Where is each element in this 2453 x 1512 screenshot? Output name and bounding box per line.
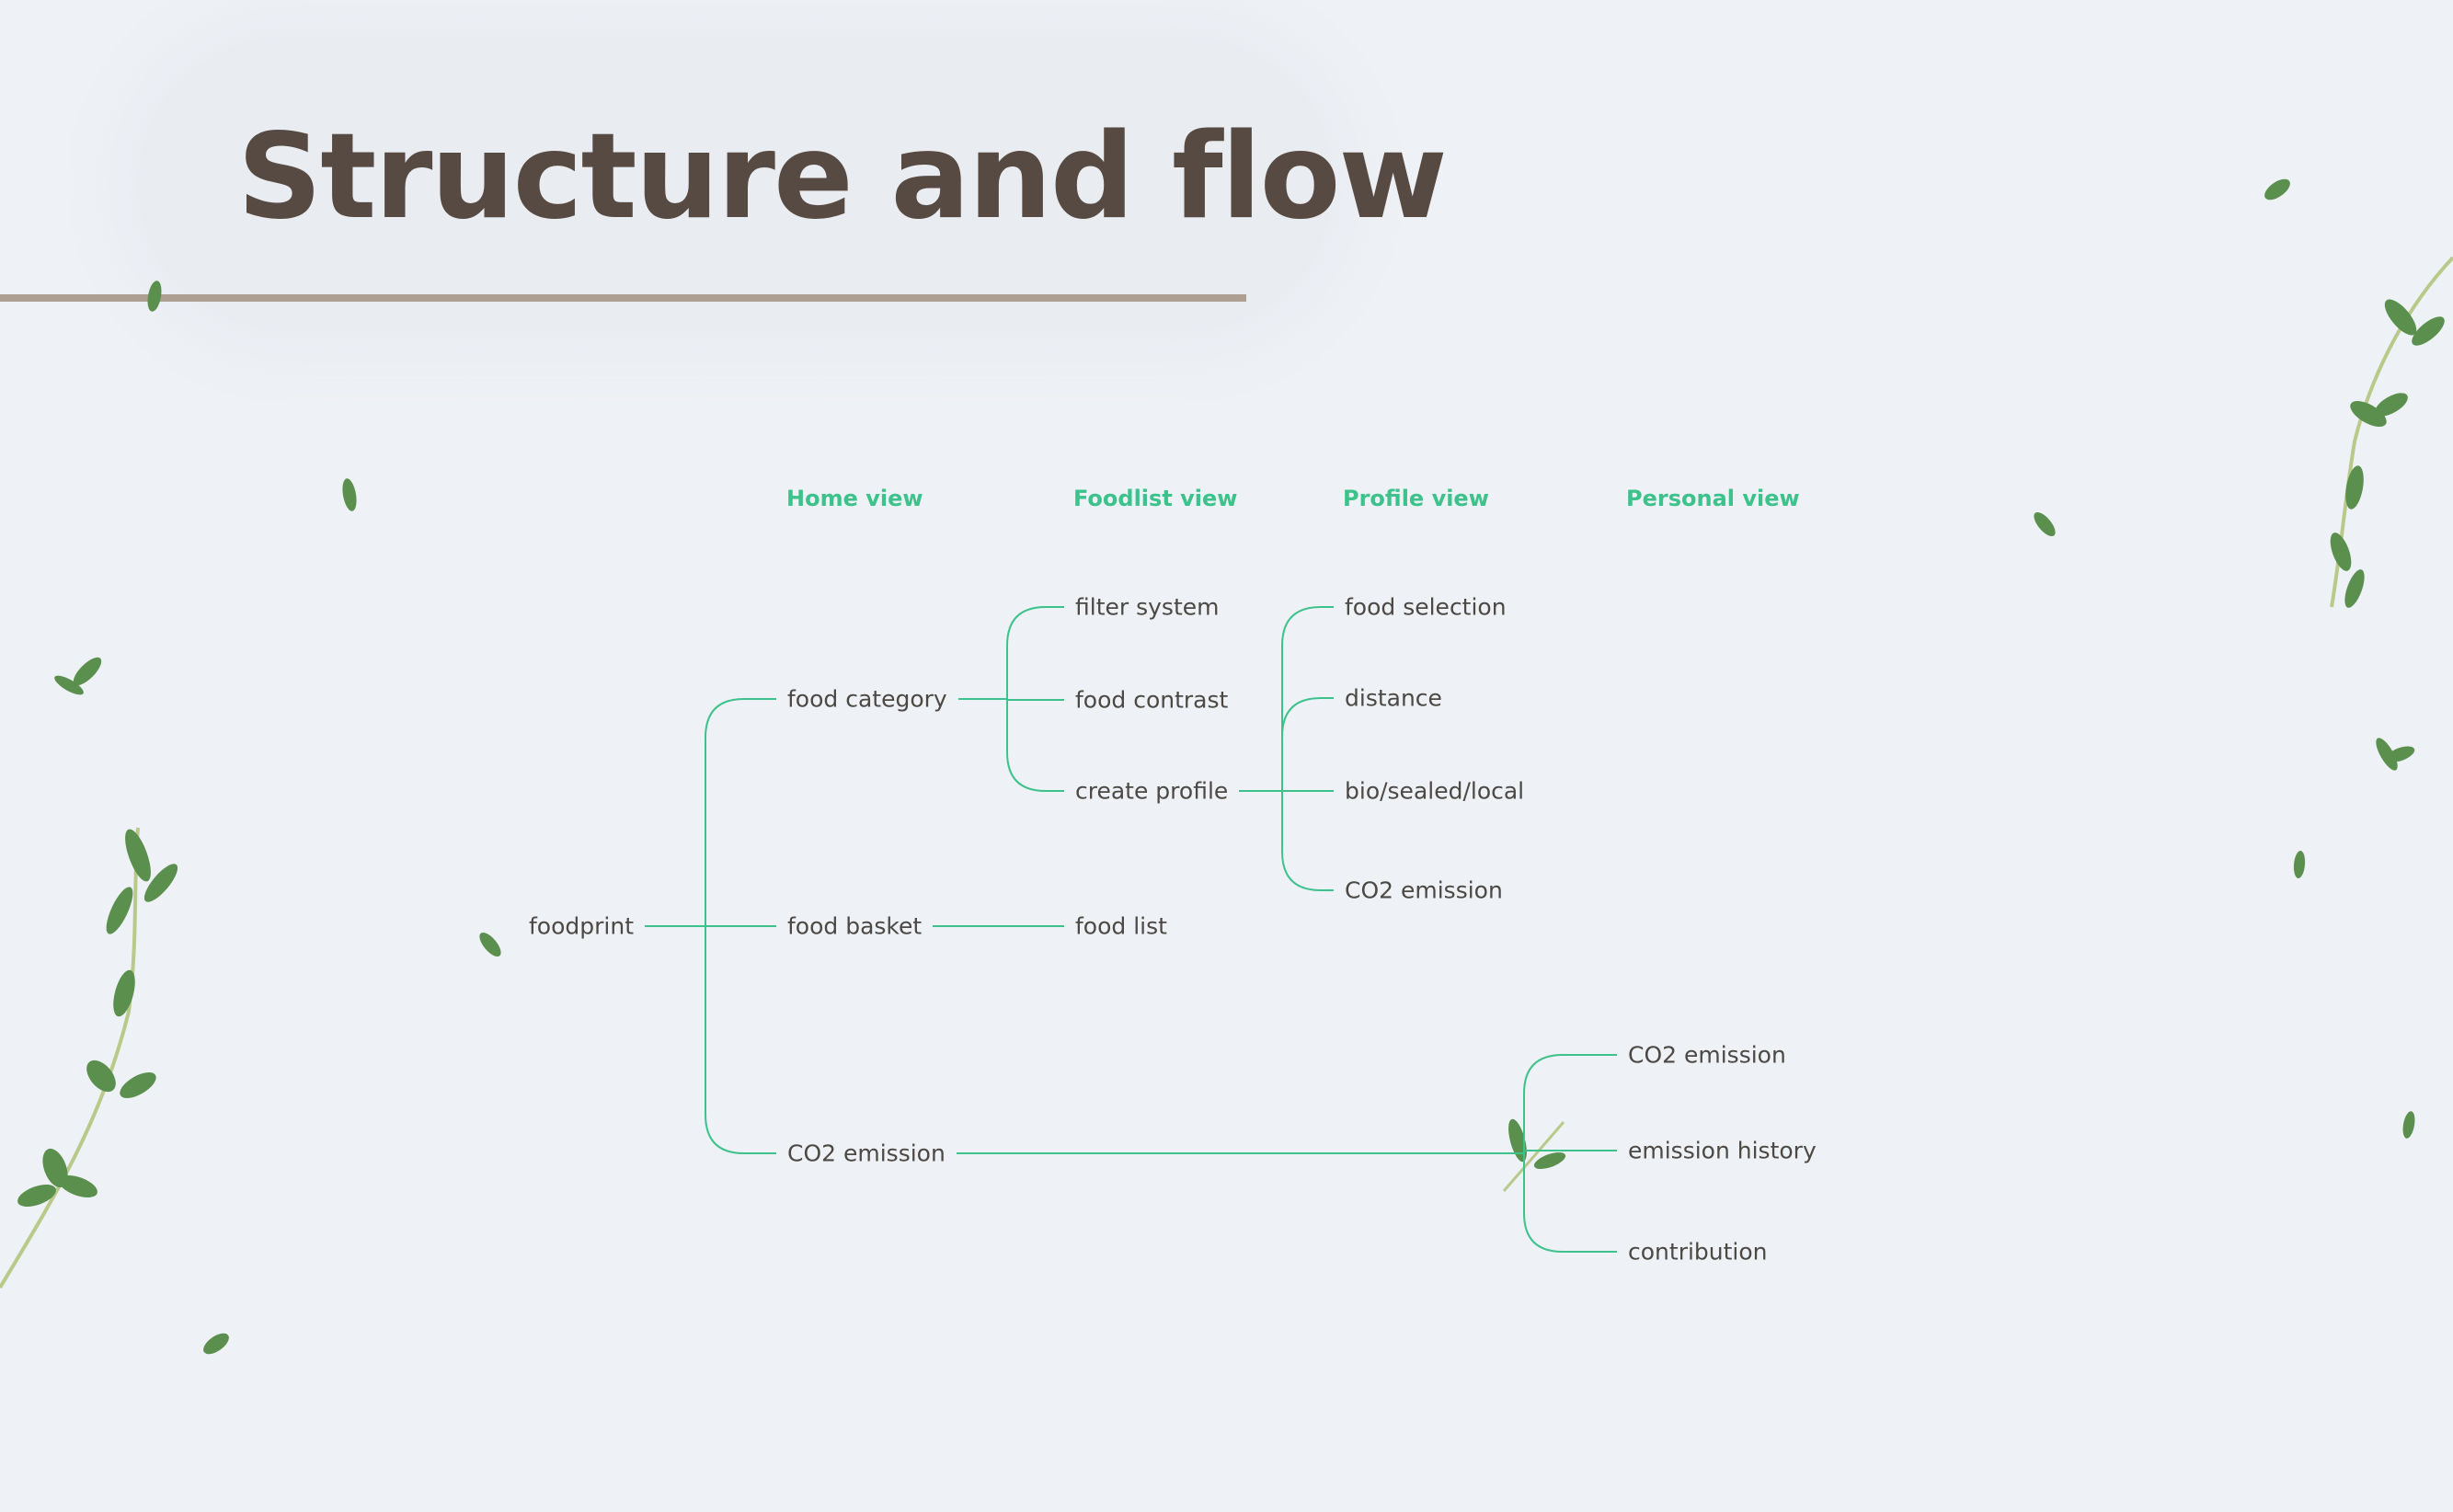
node-food-contrast: food contrast — [1075, 686, 1229, 714]
title-backdrop — [138, 37, 1334, 331]
column-header-personal-view: Personal view — [1626, 486, 1800, 511]
connector-create-profile-4 — [1281, 791, 1334, 891]
connector-food-category-1 — [1006, 606, 1064, 699]
node-food-selection: food selection — [1345, 593, 1507, 621]
connector-create-profile-1 — [1281, 606, 1334, 791]
node-emission-history: emission history — [1628, 1137, 1817, 1164]
node-co2-emission-home: CO2 emission — [787, 1140, 946, 1167]
column-header-profile-view: Profile view — [1343, 486, 1489, 511]
node-food-basket: food basket — [787, 912, 923, 940]
title-underline — [0, 294, 1246, 302]
node-contribution: contribution — [1628, 1238, 1768, 1266]
connector-co2-emission-home-1 — [1523, 1054, 1617, 1153]
column-header-home-view: Home view — [786, 486, 923, 511]
node-create-profile: create profile — [1075, 777, 1229, 805]
node-food-category: food category — [787, 685, 947, 713]
node-food-list: food list — [1075, 912, 1167, 940]
node-foodprint: foodprint — [529, 912, 635, 940]
connector-co2-emission-home-2 — [1523, 1150, 1617, 1154]
column-header-foodlist-view: Foodlist view — [1073, 486, 1238, 511]
connector-co2-emission-home-3 — [1523, 1153, 1617, 1253]
node-bio-sealed-local: bio/sealed/local — [1345, 777, 1525, 805]
node-filter-system: filter system — [1075, 593, 1220, 621]
connector-root-1 — [705, 698, 776, 926]
node-co2-emission-profile: CO2 emission — [1345, 876, 1503, 904]
connector-create-profile-2 — [1281, 697, 1334, 791]
page-title: Structure and flow — [237, 109, 1448, 246]
connector-food-category-3 — [1006, 699, 1064, 792]
node-distance: distance — [1345, 684, 1442, 712]
connector-root-3 — [705, 926, 776, 1154]
node-co2-emission-personal: CO2 emission — [1628, 1041, 1786, 1069]
